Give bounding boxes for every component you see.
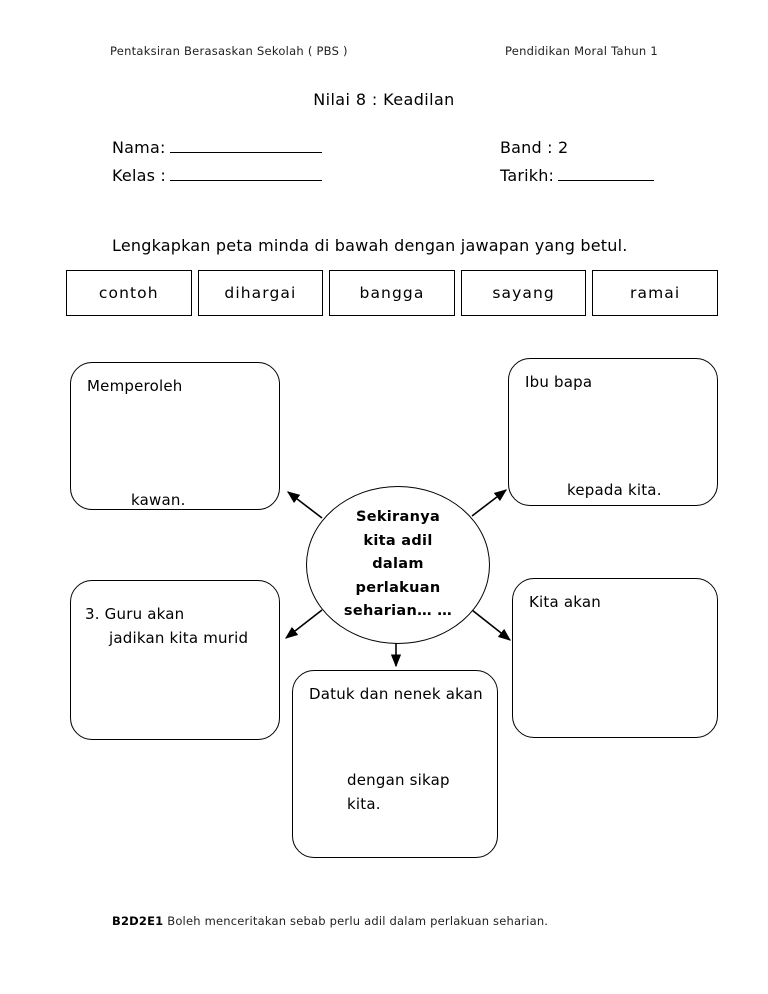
node-bottom-right-line1: Kita akan: [529, 593, 601, 611]
mindmap-node-top-right[interactable]: Ibu bapa kepada kita.: [508, 358, 718, 506]
node-top-right-line2: kepada kita.: [567, 481, 662, 499]
field-tarikh: Tarikh:: [500, 166, 655, 185]
footer-standard: B2D2E1 Boleh menceritakan sebab perlu ad…: [112, 914, 548, 928]
nama-input-line[interactable]: [169, 138, 322, 153]
band-label: Band : 2: [500, 138, 569, 157]
mind-map-connectors: [284, 489, 512, 668]
footer-text: Boleh menceritakan sebab perlu adil dala…: [163, 914, 549, 928]
word-bank-item[interactable]: sayang: [460, 270, 587, 316]
field-kelas: Kelas :: [112, 166, 323, 185]
mindmap-node-top-left[interactable]: Memperoleh kawan.: [70, 362, 280, 510]
mindmap-node-bottom-right[interactable]: Kita akan: [512, 578, 718, 738]
word-bank-item[interactable]: bangga: [329, 270, 455, 316]
kelas-input-line[interactable]: [170, 166, 323, 181]
node-bottom-left-line2: jadikan kita murid: [109, 629, 249, 647]
mindmap-node-bottom-left[interactable]: 3. Guru akan jadikan kita murid: [70, 580, 280, 740]
node-bottom-center-line3: kita.: [347, 795, 381, 813]
node-top-right-line1: Ibu bapa: [525, 373, 593, 391]
footer-code: B2D2E1: [112, 914, 164, 928]
arrow-down-left-icon: [284, 609, 323, 639]
node-bottom-center-line2: dengan sikap: [347, 771, 450, 789]
nama-label: Nama:: [112, 138, 166, 157]
center-line-4: perlakuan: [355, 579, 441, 596]
arrow-up-right-icon: [471, 489, 508, 517]
kelas-label: Kelas :: [112, 166, 167, 185]
instruction-text: Lengkapkan peta minda di bawah dengan ja…: [112, 236, 628, 255]
center-line-5: seharian… …: [343, 603, 453, 620]
field-nama: Nama:: [112, 138, 322, 157]
header-right-label: Pendidikan Moral Tahun 1: [505, 44, 658, 58]
tarikh-label: Tarikh:: [500, 166, 555, 185]
header-left-label: Pentaksiran Berasaskan Sekolah ( PBS ): [110, 44, 348, 58]
word-bank: contoh dihargai bangga sayang ramai: [66, 270, 718, 316]
tarikh-input-line[interactable]: [558, 166, 655, 181]
center-line-2: kita adil: [363, 532, 433, 549]
node-bottom-center-line1: Datuk dan nenek akan: [309, 685, 483, 703]
arrow-up-left-icon: [286, 491, 323, 519]
field-band: Band : 2: [500, 138, 568, 157]
center-line-1: Sekiranya: [355, 509, 441, 526]
mindmap-center-node: Sekiranya kita adil dalam perlakuan seha…: [306, 486, 490, 644]
word-bank-item[interactable]: dihargai: [197, 270, 324, 316]
mindmap-node-bottom-center[interactable]: Datuk dan nenek akan dengan sikap kita.: [292, 670, 498, 858]
word-bank-item[interactable]: ramai: [592, 270, 718, 316]
mind-map: Sekiranya kita adil dalam perlakuan seha…: [0, 340, 768, 860]
page-title: Nilai 8 : Keadilan: [313, 90, 455, 109]
node-bottom-left-line1: 3. Guru akan: [85, 605, 185, 623]
node-top-left-line2: kawan.: [131, 491, 186, 509]
node-top-left-line1: Memperoleh: [87, 377, 183, 395]
arrow-down-right-icon: [471, 609, 512, 641]
word-bank-item[interactable]: contoh: [66, 270, 192, 316]
center-line-3: dalam: [372, 556, 424, 573]
